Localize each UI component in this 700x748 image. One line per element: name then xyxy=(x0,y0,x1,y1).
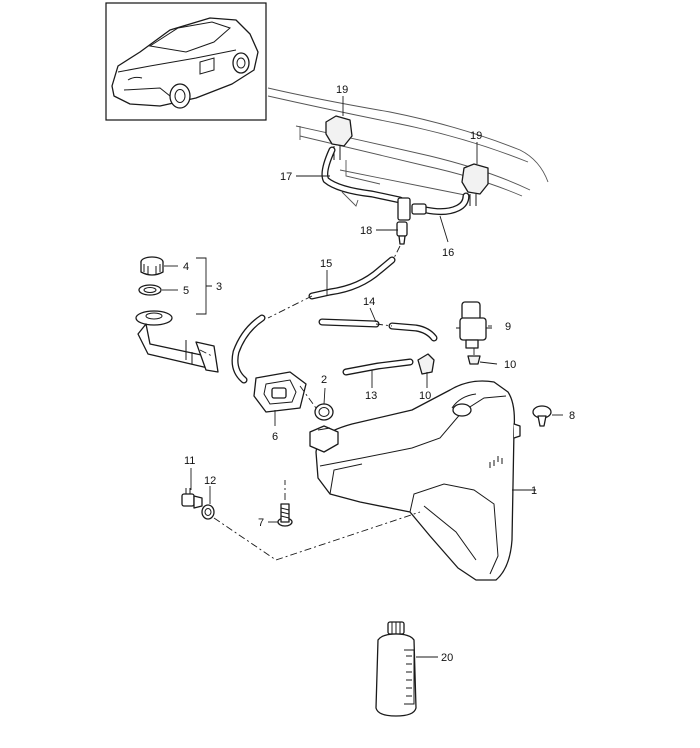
callout-15: 15 xyxy=(320,258,332,270)
washer-fluid-reservoir xyxy=(309,380,521,581)
callout-7: 7 xyxy=(258,517,264,529)
callout-11: 11 xyxy=(184,455,195,467)
grommet-10-right xyxy=(467,348,481,365)
callout-12: 12 xyxy=(204,475,216,487)
check-valve-18 xyxy=(396,221,408,245)
hose-17 xyxy=(321,146,404,204)
callout-17: 17 xyxy=(280,171,292,183)
hose-13 xyxy=(342,358,414,376)
leader-lines xyxy=(162,96,563,658)
callout-13: 13 xyxy=(365,390,377,402)
mounting-screw xyxy=(277,480,293,527)
routing-line-filler xyxy=(199,349,317,409)
washer-fluid-bottle xyxy=(375,621,417,717)
callout-9: 9 xyxy=(505,321,511,333)
t-connector xyxy=(397,197,427,221)
push-clip xyxy=(532,405,552,427)
level-sensor xyxy=(181,488,203,509)
cowl-panel-outline xyxy=(267,87,549,207)
filler-cap xyxy=(140,256,164,276)
callout-3: 3 xyxy=(216,281,222,293)
callout-10-left: 10 xyxy=(419,390,431,402)
callout-19-left: 19 xyxy=(336,84,348,96)
callout-14: 14 xyxy=(363,296,375,308)
washer-nozzle-right xyxy=(461,163,489,206)
callout-2: 2 xyxy=(321,374,327,386)
routing-line-15 xyxy=(267,245,401,319)
filler-neck xyxy=(135,310,219,373)
sensor-grommet xyxy=(201,504,215,520)
tank-seal xyxy=(314,403,334,421)
callout-labels: 19 19 17 18 16 15 14 9 10 10 13 2 6 4 5 … xyxy=(183,84,575,664)
car-illustration xyxy=(111,17,259,109)
hose-filler-link xyxy=(231,314,266,384)
routing-line-14 xyxy=(375,323,393,327)
callout-20: 20 xyxy=(441,652,453,664)
filler-seal xyxy=(138,284,162,296)
callout-5: 5 xyxy=(183,285,189,297)
routing-line-tank xyxy=(213,511,421,561)
callout-10-right: 10 xyxy=(504,359,516,371)
hose-16 xyxy=(422,192,470,216)
washer-pump xyxy=(456,301,492,349)
grommet-10-left xyxy=(417,353,435,375)
callout-6: 6 xyxy=(272,431,278,443)
hose-15 xyxy=(308,256,396,300)
hose-14 xyxy=(318,318,438,342)
group-brace xyxy=(196,257,212,315)
callout-19-right: 19 xyxy=(470,130,482,142)
callout-8: 8 xyxy=(569,410,575,422)
callout-16: 16 xyxy=(442,247,454,259)
callout-4: 4 xyxy=(183,261,189,273)
mounting-bracket xyxy=(253,371,307,413)
callout-18: 18 xyxy=(360,225,372,237)
callout-1: 1 xyxy=(531,485,537,497)
vehicle-thumbnail xyxy=(105,2,267,121)
